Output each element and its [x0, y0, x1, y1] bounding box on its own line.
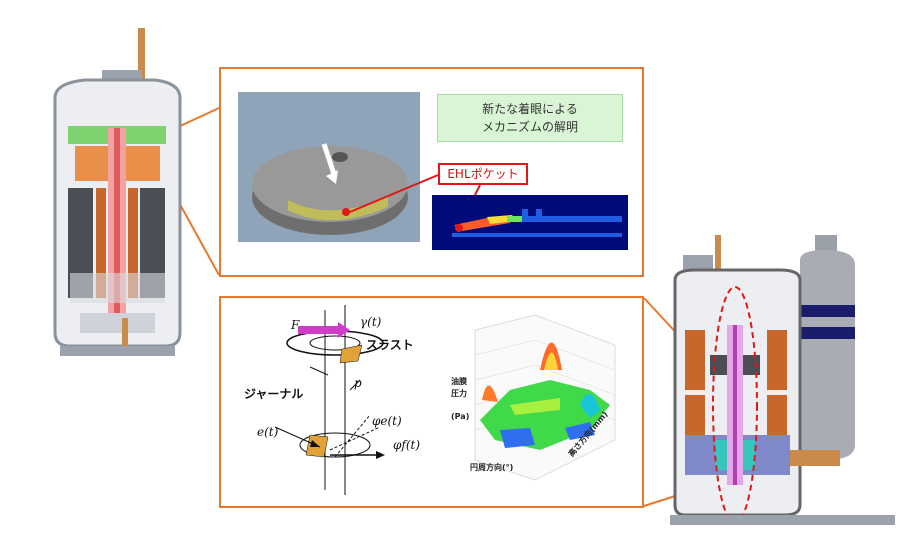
e-label: e(t) [257, 425, 279, 439]
phi-e-label: φe(t) [372, 414, 402, 428]
ehl-pressure-map [432, 195, 628, 250]
thrust-label: スラスト [366, 338, 414, 352]
left-compressor-illustration [53, 28, 182, 356]
phi-f-label: φf(t) [393, 438, 421, 452]
z-axis-label-1: 油膜 [451, 377, 467, 386]
x-axis-label: 円周方向(°) [470, 463, 514, 472]
force-label: F [291, 318, 300, 332]
gamma-label: γ(t) [360, 315, 382, 329]
z-axis-label-2: 圧力 [451, 389, 467, 398]
journal-label: ジャーナル [244, 387, 304, 401]
mechanism-label: 新たな着眼による メカニズムの解明 [437, 94, 623, 142]
z-axis-unit: (Pa) [451, 412, 470, 421]
right-compressor-illustration [670, 235, 895, 525]
mechanism-label-line1: 新たな着眼による [482, 102, 578, 116]
bearing-mechanism-diagram [274, 305, 385, 495]
mechanism-label-line2: メカニズムの解明 [481, 120, 578, 134]
oil-film-pressure-plot [474, 314, 616, 481]
pressure-p-label: p [354, 376, 362, 390]
ehl-pocket-label: EHLポケット [438, 163, 528, 185]
